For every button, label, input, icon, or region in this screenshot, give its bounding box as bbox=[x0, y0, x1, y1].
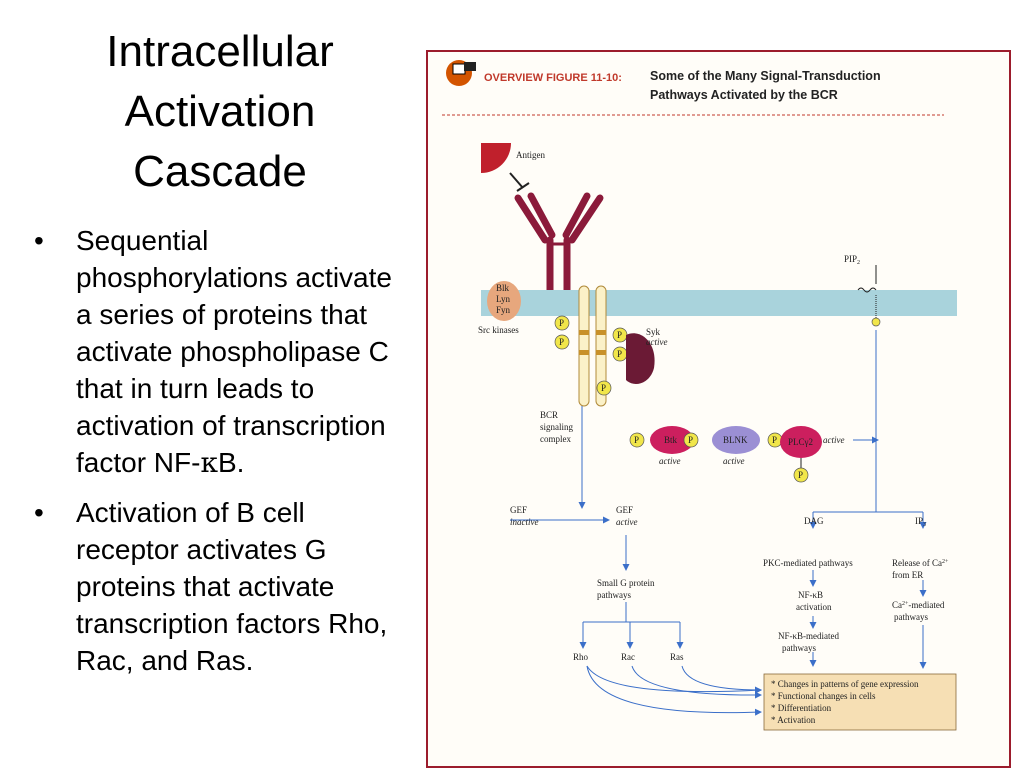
plc-shape bbox=[780, 426, 822, 458]
bullet-item-2: Activation of B cell receptor activates … bbox=[30, 494, 410, 679]
bcr-label-1: BCR bbox=[540, 410, 558, 420]
gef-active-state: active bbox=[616, 517, 638, 527]
pkc-label: PKC-mediated pathways bbox=[763, 558, 853, 568]
title-line-1: Intracellular bbox=[106, 27, 334, 76]
bcr-label-2: signaling bbox=[540, 422, 573, 432]
btk-phospho-dot-2 bbox=[683, 432, 699, 448]
rho-label: Rho bbox=[573, 652, 589, 662]
outcome-activation: * Activation bbox=[771, 715, 816, 725]
figure-frame bbox=[426, 50, 1011, 768]
btk-active-label: active bbox=[659, 456, 681, 466]
p-label: P bbox=[601, 383, 606, 393]
blnk-label: BLNK bbox=[723, 435, 748, 445]
figure-label: OVERVIEW FIGURE 11-10: bbox=[484, 72, 622, 84]
btk-phospho-dot bbox=[629, 432, 645, 448]
release-label-2: from ER bbox=[892, 570, 923, 580]
plc-active-label: active bbox=[823, 435, 845, 445]
blnk-active-label: active bbox=[723, 456, 745, 466]
outcome-differentiation: * Differentiation bbox=[771, 703, 832, 713]
bullet-item-1: Sequential phosphorylations activate a s… bbox=[30, 222, 410, 481]
title-line-3: Cascade bbox=[133, 147, 307, 196]
ca-mediated-label-1: Ca2+-mediated bbox=[892, 600, 945, 610]
antigen-label: Antigen bbox=[516, 150, 545, 160]
outcome-functional-changes: * Functional changes in cells bbox=[771, 691, 876, 701]
ca-mediated-label-2: pathways bbox=[894, 612, 928, 622]
btk-label: Btk bbox=[664, 435, 678, 445]
syk-shape bbox=[626, 333, 655, 384]
p-label: P bbox=[617, 330, 622, 340]
small-g-label-2: pathways bbox=[597, 590, 631, 600]
lyn-label: Lyn bbox=[496, 294, 511, 304]
syk-active-label: active bbox=[646, 337, 668, 347]
p-label: P bbox=[772, 435, 777, 445]
bcr-label-3: complex bbox=[540, 434, 571, 444]
pip2-text: PIP bbox=[844, 254, 857, 264]
title-line-2: Activation bbox=[124, 87, 316, 136]
nfkb-mediated-2: pathways bbox=[782, 643, 816, 653]
btk-shape bbox=[650, 426, 694, 454]
pip2-head bbox=[871, 317, 881, 327]
nfkb-activation-2: activation bbox=[796, 602, 832, 612]
p-label: P bbox=[617, 349, 622, 359]
kappa-symbol: κ bbox=[200, 446, 218, 479]
blnk-shape bbox=[712, 426, 760, 454]
nfkb-activation-1: NF-κB bbox=[798, 590, 823, 600]
fyn-label: Fyn bbox=[496, 305, 511, 315]
figure-canvas: OVERVIEW FIGURE 11-10: Some of the Many … bbox=[426, 50, 1011, 768]
ca-post: -mediated bbox=[908, 600, 944, 610]
p-label: P bbox=[634, 435, 639, 445]
gef-active-name: GEF bbox=[616, 505, 633, 515]
bullet-1-text: Sequential phosphorylations activate a s… bbox=[76, 225, 392, 478]
outcomes-box bbox=[763, 673, 957, 731]
slide-title: Intracellular Activation Cascade bbox=[60, 22, 380, 202]
pip2-sub: 2 bbox=[857, 260, 860, 266]
ras-label: Ras bbox=[670, 652, 684, 662]
ca-sup: 2+ bbox=[902, 601, 909, 607]
src-kinases-label: Src kinases bbox=[478, 325, 519, 335]
p-label: P bbox=[559, 337, 564, 347]
bullet-list: Sequential phosphorylations activate a s… bbox=[30, 222, 410, 692]
gef-inactive-name: GEF bbox=[510, 505, 527, 515]
pip2-lipid bbox=[857, 287, 877, 293]
cell-membrane bbox=[481, 290, 957, 316]
antigen-shape bbox=[481, 143, 511, 173]
p-label: P bbox=[559, 318, 564, 328]
release-label-1: Release of Ca2+ bbox=[892, 558, 949, 568]
rac-label: Rac bbox=[621, 652, 635, 662]
ip3-text: IP bbox=[915, 516, 923, 526]
pathway-arrows bbox=[510, 330, 927, 716]
syk-label: Syk bbox=[646, 327, 661, 337]
plc-phospho-dot-2 bbox=[793, 467, 809, 483]
nfkb-mediated-1: NF-κB-mediated bbox=[778, 631, 840, 641]
plc-label: PLCγ2 bbox=[788, 437, 813, 447]
release-sup: 2+ bbox=[942, 559, 949, 565]
bullet-1-end: B. bbox=[217, 447, 245, 478]
release-text: Release of Ca bbox=[892, 558, 942, 568]
p-label: P bbox=[688, 435, 693, 445]
pip2-label: PIP2 bbox=[844, 254, 860, 266]
figure-title-line-1: Some of the Many Signal-Transduction bbox=[650, 69, 881, 83]
dag-label: DAG bbox=[804, 516, 824, 526]
p-label: P bbox=[798, 470, 803, 480]
outcome-gene-expression: * Changes in patterns of gene expression bbox=[771, 679, 919, 689]
ip3-sub: 3 bbox=[923, 522, 926, 528]
blk-label: Blk bbox=[496, 283, 510, 293]
ip3-label: IP3 bbox=[915, 516, 926, 528]
syk-phospho-dot bbox=[596, 380, 612, 396]
src-kinase-bubble bbox=[487, 281, 521, 321]
phospho-dots-chain: P P P P bbox=[554, 315, 628, 362]
book-icon bbox=[446, 60, 476, 86]
gef-inactive-state: inactive bbox=[510, 517, 539, 527]
ig-alpha-beta-chains bbox=[578, 285, 607, 407]
ca-text: Ca bbox=[892, 600, 902, 610]
antigen-bond bbox=[509, 172, 524, 189]
antigen-bond-bar bbox=[516, 182, 530, 192]
overview-figure: OVERVIEW FIGURE 11-10: Some of the Many … bbox=[426, 50, 1012, 768]
small-g-label-1: Small G protein bbox=[597, 578, 655, 588]
figure-title-line-2: Pathways Activated by the BCR bbox=[650, 88, 838, 102]
